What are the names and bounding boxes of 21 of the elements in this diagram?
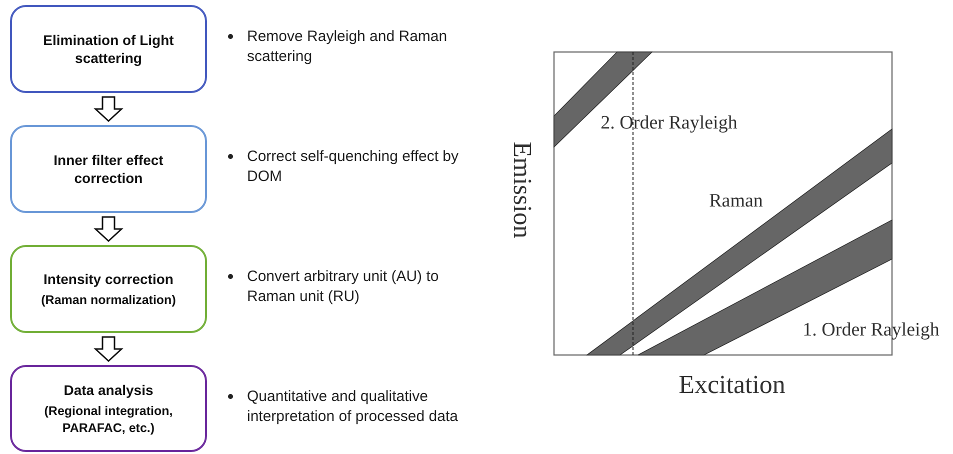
box-title: Elimination of Light scattering [42, 30, 175, 68]
process-box [10, 125, 207, 213]
block-arrow [94, 216, 124, 242]
box-title: Inner filter effect correction [52, 150, 164, 188]
process-box [10, 245, 207, 333]
band-label: Raman [709, 192, 763, 210]
step-description: Convert arbitrary unit (AU) to Raman unit (RU) [247, 267, 440, 308]
process-box [10, 365, 207, 452]
step-description: Remove Rayleigh and Raman scattering [247, 27, 448, 68]
block-arrow [94, 96, 124, 122]
block-arrow [94, 336, 124, 362]
step-description: Quantitative and qualitative interpretation of processed data [247, 387, 459, 428]
box-title: Intensity correction [44, 270, 174, 288]
axis-label: Emission [509, 142, 535, 238]
process-box [10, 5, 207, 93]
box-subtitle: (Raman normalization) [41, 292, 176, 308]
box-title: Data analysis [64, 381, 154, 400]
step-description: Correct self-quenching effect by DOM [247, 147, 460, 188]
box-subtitle: (Regional integration, PARAFAC, etc.) [43, 403, 174, 436]
axis-label: Excitation [678, 372, 786, 398]
band-label: 2. Order Rayleigh [600, 114, 738, 132]
